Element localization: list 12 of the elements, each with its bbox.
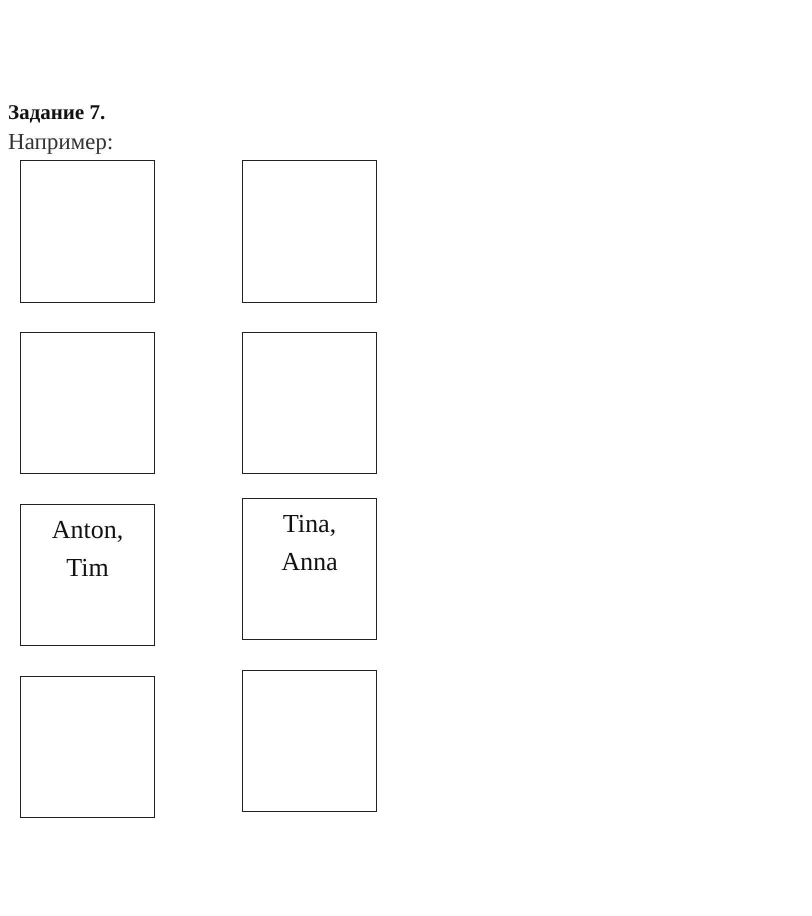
name-box <box>20 504 155 646</box>
empty-box <box>242 332 377 474</box>
empty-box <box>242 160 377 303</box>
empty-box <box>242 670 377 812</box>
empty-box <box>20 676 155 818</box>
empty-box <box>20 160 155 303</box>
names-text: Tina, Anna <box>280 508 339 578</box>
empty-box <box>20 332 155 474</box>
task-heading: Задание 7. <box>8 100 106 125</box>
example-label: Например: <box>8 129 114 155</box>
name-box <box>242 498 377 640</box>
names-text: Anton, Tim <box>50 514 124 584</box>
